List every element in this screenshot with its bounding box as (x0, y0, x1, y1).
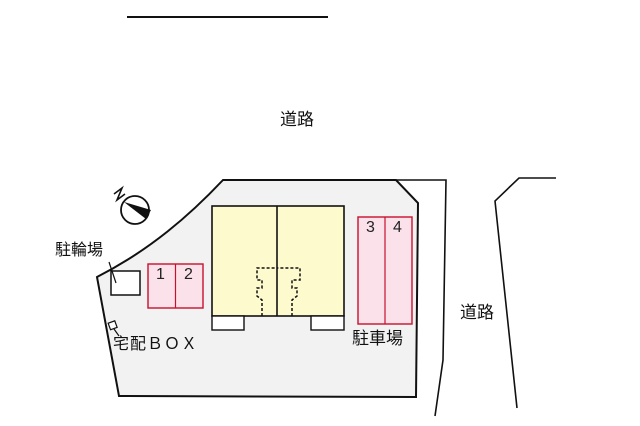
entrance-step-right (310, 315, 345, 331)
bicycle-parking-area (110, 270, 141, 296)
road-label-top: 道路 (280, 110, 314, 130)
parking-number-1: 1 (156, 266, 165, 283)
road-edge-left (396, 179, 447, 417)
stairs-outline-left (256, 267, 277, 316)
north-marker-icon (113, 185, 126, 203)
stairs-outline-right (277, 267, 301, 316)
parking-label: 駐車場 (352, 329, 403, 349)
leader-line (113, 328, 120, 337)
compass-icon (113, 185, 151, 225)
building (211, 205, 345, 317)
parking-number-4: 4 (393, 219, 402, 236)
parking-number-2: 2 (184, 266, 193, 283)
bicycle-parking-label: 駐輪場 (55, 240, 104, 259)
delivery-box-marker (107, 320, 118, 331)
parking-number-3: 3 (366, 219, 375, 236)
road-edge-right (494, 177, 556, 409)
entrance-step-left (211, 315, 245, 331)
leader-line (108, 261, 117, 284)
delivery-box-label: 宅配ＢＯＸ (113, 334, 199, 353)
road-label-right: 道路 (460, 303, 494, 323)
